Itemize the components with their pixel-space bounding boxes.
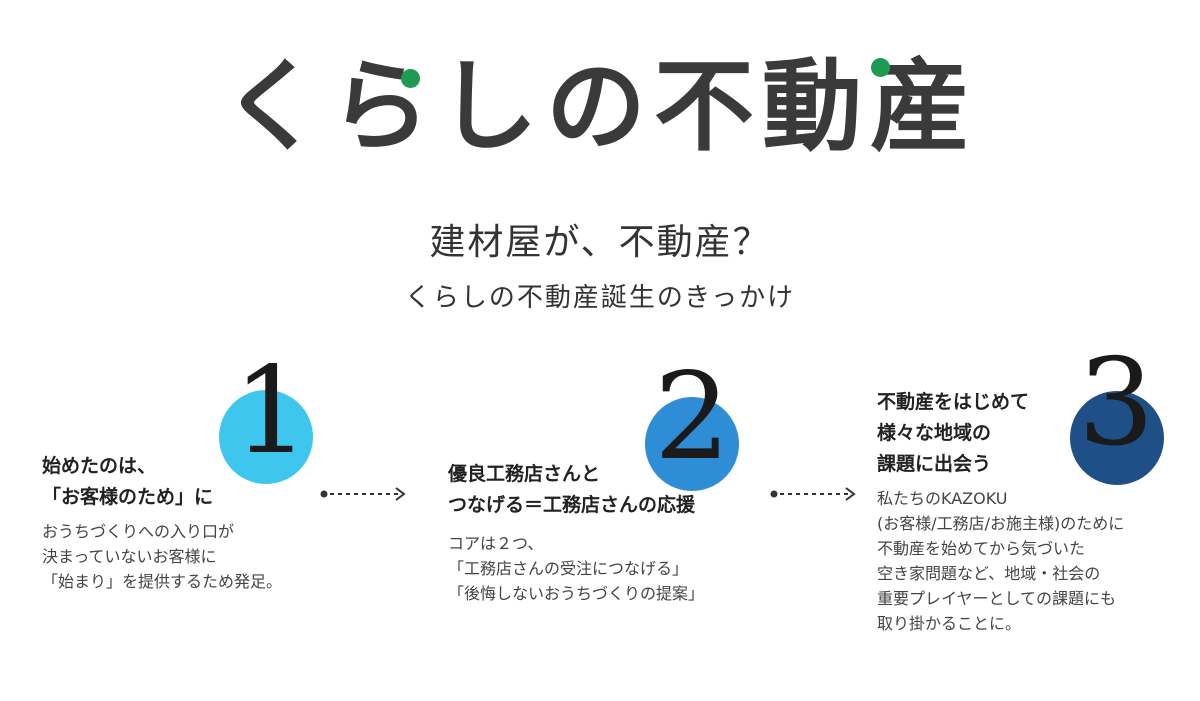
logo-dot-accent	[401, 69, 420, 88]
step-2-desc-line: 「工務店さんの受注につなげる」	[448, 559, 689, 578]
step-3-desc-line: 取り掛かることに。	[877, 614, 1022, 633]
dotted-arrow-icon	[320, 487, 406, 501]
step-2-description: コアは２つ、 「工務店さんの受注につなげる」 「後悔しないおうちづくりの提案」	[448, 531, 704, 606]
dotted-arrow-icon	[770, 487, 856, 501]
step-1-circle	[219, 390, 313, 484]
step-3-title-line: 様々な地域の	[877, 422, 992, 444]
step-2-title-line: 優良工務店さんと	[448, 463, 601, 485]
headline-main: 建材屋が、不動産？	[429, 222, 771, 263]
step-3-title: 不動産をはじめて 様々な地域の 課題に出会う	[877, 387, 1029, 480]
step-3-desc-line: 重要プレイヤーとしての課題にも	[877, 589, 1117, 608]
step-3-title-line: 課題に出会う	[877, 453, 992, 475]
logo-text: くらしの不動産	[222, 48, 978, 165]
step-2-title: 優良工務店さんと つなげる＝工務店さんの応援	[448, 459, 695, 521]
step-2-circle	[645, 397, 739, 491]
step-2-title-line: つなげる＝工務店さんの応援	[448, 494, 696, 516]
step-2-desc-line: 「後悔しないおうちづくりの提案」	[448, 584, 705, 603]
step-1-title-line: 「お客様のため」に	[42, 486, 214, 508]
step-1-description: おうちづくりへの入り口が 決まっていないお客様に 「始まり」を提供するため発足。	[42, 519, 282, 594]
step-1-desc-line: おうちづくりへの入り口が	[42, 522, 235, 541]
step-1-number: 1	[233, 342, 310, 481]
logo: くらしの不動産	[0, 52, 1200, 162]
step-1-title: 始めたのは、 「お客様のため」に	[42, 451, 213, 513]
step-3-desc-line: 不動産を始めてから気づいた	[877, 539, 1086, 558]
step-1-desc-line: 「始まり」を提供するため発足。	[42, 572, 283, 591]
step-3-desc-line: 私たちのKAZOKU	[877, 489, 1008, 508]
step-1-desc-line: 決まっていないお客様に	[42, 547, 217, 566]
step-3-title-line: 不動産をはじめて	[877, 391, 1030, 413]
step-3-desc-line: 空き家問題など、地域・社会の	[877, 564, 1101, 583]
step-3-desc-line: (お客様/工務店/お施主様)のために	[877, 514, 1125, 533]
step-3-description: 私たちのKAZOKU (お客様/工務店/お施主様)のために 不動産を始めてから気…	[877, 486, 1124, 636]
logo-dot-accent	[871, 58, 890, 77]
step-1-title-line: 始めたのは、	[42, 455, 157, 477]
step-3-number: 3	[1078, 334, 1155, 473]
step-2-desc-line: コアは２つ、	[448, 534, 544, 553]
step-3-circle	[1070, 391, 1164, 485]
headline-sub: くらしの不動産誕生のきっかけ	[404, 283, 796, 313]
step-2-number: 2	[654, 348, 731, 487]
